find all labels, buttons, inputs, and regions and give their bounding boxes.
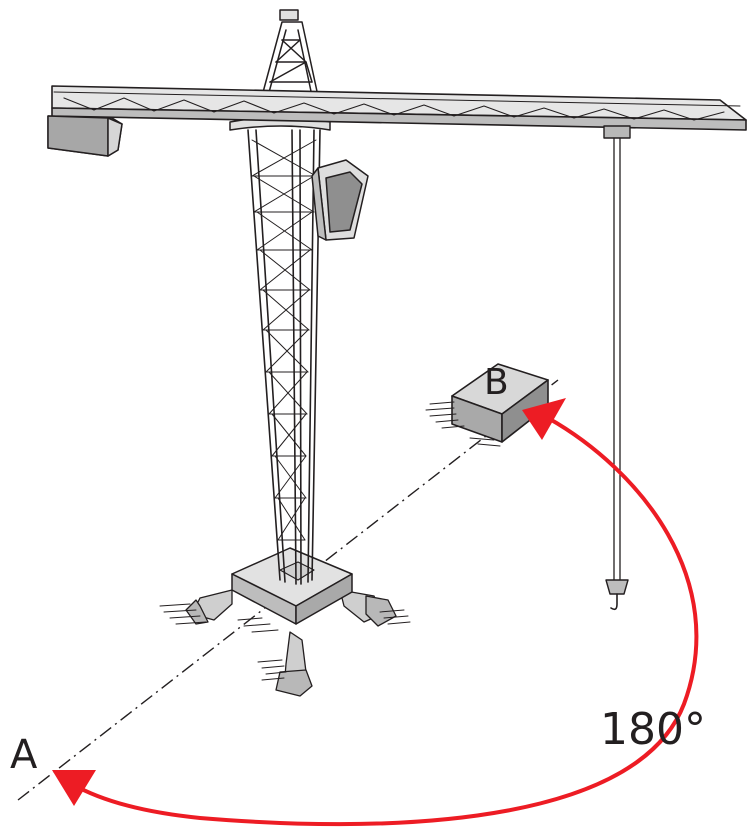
arrowhead-at-a	[52, 770, 96, 806]
point-b-label: B	[484, 362, 509, 403]
ground-hatching	[159, 603, 411, 681]
trolley	[603, 125, 631, 139]
arrowhead-at-b	[522, 398, 566, 440]
crane-mast	[247, 129, 321, 585]
rotation-angle-label: 180°	[600, 704, 706, 755]
crane-counterweight	[47, 115, 123, 157]
crane-hook-assembly	[603, 125, 631, 611]
point-a-label: A	[10, 732, 38, 778]
crane-feet	[185, 589, 397, 697]
crane-mast-lattice	[251, 139, 317, 541]
rotation-arrow	[52, 398, 699, 827]
rotation-arc	[71, 416, 699, 827]
hook-icon	[605, 579, 629, 595]
load-block-icon	[425, 363, 549, 447]
crane-apex	[261, 9, 319, 97]
crane-illustration	[47, 9, 747, 697]
crane-jib	[51, 85, 747, 131]
crane-cab	[311, 159, 369, 241]
